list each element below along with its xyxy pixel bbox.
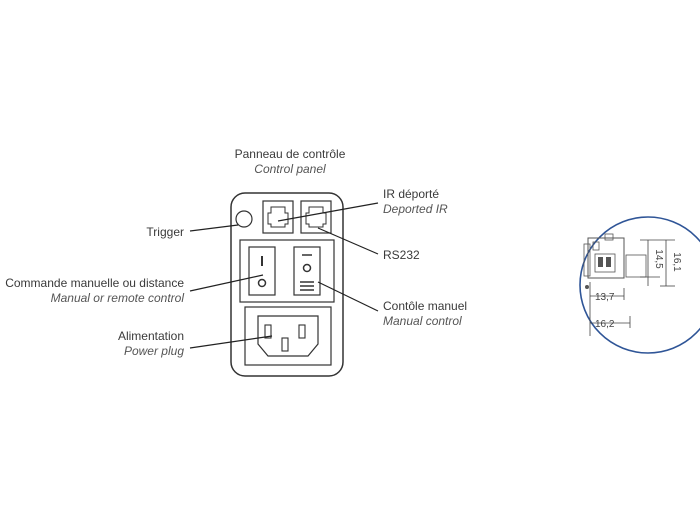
trigger-leader [189, 224, 239, 232]
rs232-label: RS232 [383, 248, 420, 263]
command-leader [189, 274, 264, 292]
manual-leader [317, 281, 379, 312]
ir-label: IR déporté Deported IR [383, 187, 448, 217]
power-pin-left [264, 324, 272, 339]
power-leader [189, 335, 273, 349]
detail-circle [579, 216, 700, 354]
manual-label-fr: Contôle manuel [383, 299, 468, 313]
command-label: Commande manuelle ou distance Manual or … [5, 276, 184, 306]
rs232-leader [317, 227, 379, 255]
manual-label-en: Manual control [383, 314, 462, 328]
power-plug-socket [257, 315, 319, 357]
panel-title-fr: Panneau de contrôle [234, 147, 346, 161]
switch-off-mark [257, 278, 267, 288]
ir-label-fr: IR déporté [383, 187, 440, 201]
manual-label: Contôle manuel Manual control [383, 299, 467, 329]
rs232-label-fr: RS232 [383, 248, 420, 262]
rs232-jack-outline [305, 206, 327, 228]
dim-16-2: 16,2 [595, 319, 615, 330]
ir-jack-outline [267, 206, 289, 228]
command-label-en: Manual or remote control [50, 291, 184, 305]
ir-label-en: Deported IR [383, 202, 448, 216]
power-plug-frame [244, 306, 332, 366]
manual-switch-circle [302, 263, 312, 273]
trigger-label-fr: Trigger [146, 225, 184, 239]
ir-port [262, 200, 294, 234]
power-label-fr: Alimentation [117, 329, 184, 343]
dim-14-5: 14,5 [653, 249, 664, 269]
ir-leader [277, 202, 379, 222]
panel-body [230, 192, 344, 377]
dim-16-1: 16,1 [671, 252, 682, 272]
manual-switch [293, 246, 321, 296]
switch-group [239, 239, 335, 303]
trigger-label: Trigger [146, 225, 184, 240]
command-switch [248, 246, 276, 296]
command-label-fr: Commande manuelle ou distance [5, 276, 184, 290]
power-pin-right [298, 324, 306, 339]
dim-13-7: 13,7 [595, 292, 615, 303]
power-label: Alimentation Power plug [118, 329, 184, 359]
panel-title-en: Control panel [254, 162, 326, 176]
trigger-port [235, 210, 253, 228]
power-label-en: Power plug [123, 344, 184, 358]
dimension-detail: 16,1 14,5 13,7 16,2 [579, 216, 700, 354]
power-pin-earth [281, 337, 289, 352]
panel-title: Panneau de contrôle Control panel [225, 147, 355, 177]
